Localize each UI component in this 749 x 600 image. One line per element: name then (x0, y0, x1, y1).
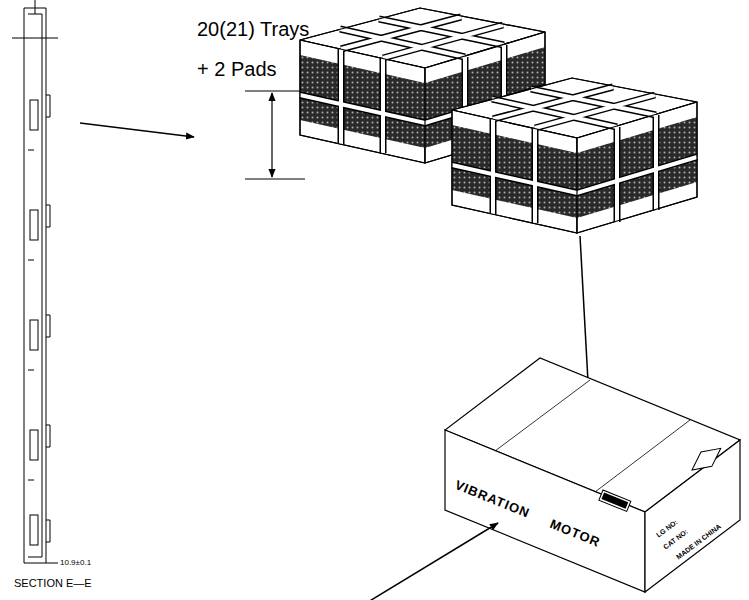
pointer-arrow (368, 523, 498, 600)
quantity-text: + 2 Pads (197, 58, 277, 80)
tray-stack (452, 78, 697, 233)
tray-section (12, 0, 58, 563)
diamond-mark (687, 441, 727, 477)
carton (445, 358, 740, 592)
carton-print: VIBRATION (453, 478, 532, 521)
carton-print: MOTOR (548, 517, 603, 550)
pointer-arrow (80, 123, 194, 137)
dimension-line (245, 91, 305, 179)
quantity-text: 20(21) Trays (197, 18, 309, 40)
logo-mark (599, 490, 631, 511)
dimension-text: 10.9±0.1 (60, 559, 91, 568)
section-label: SECTION E—E (14, 577, 92, 589)
